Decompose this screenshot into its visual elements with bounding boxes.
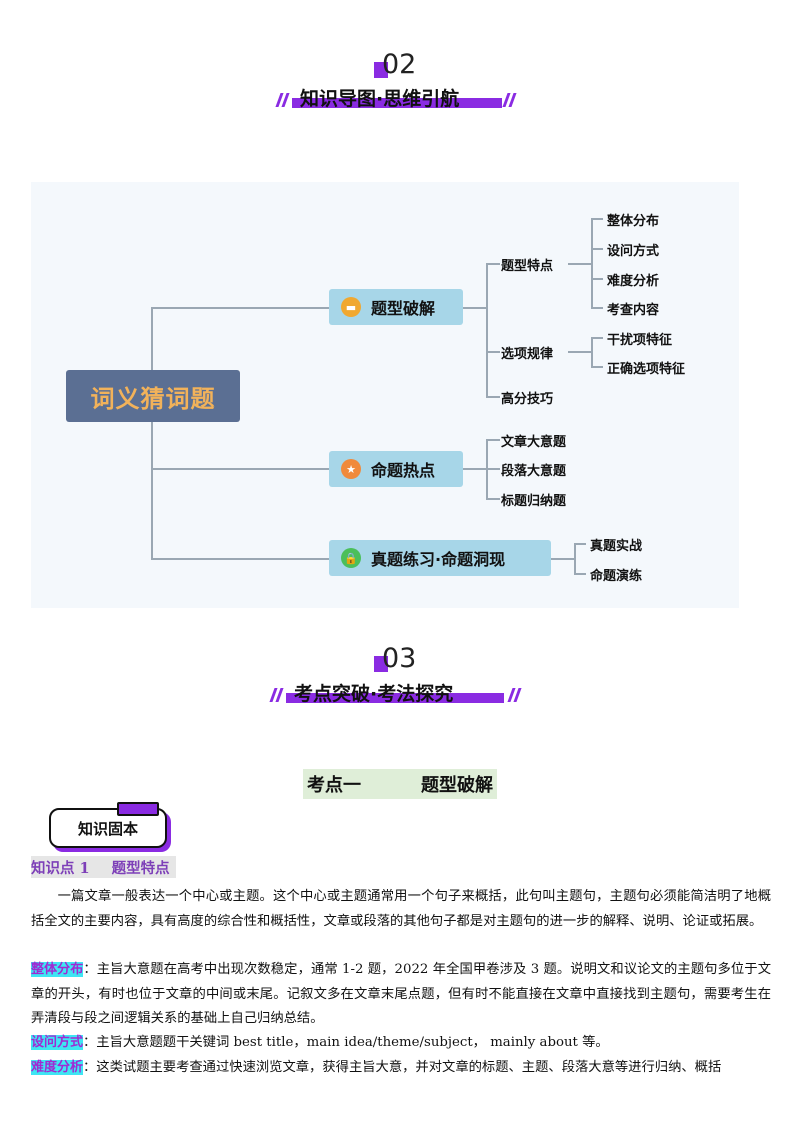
mindmap-leaf: 文章大意题 (501, 435, 567, 450)
star-icon: ★ (341, 459, 361, 479)
connector (568, 351, 592, 353)
section-number: 03 (382, 643, 417, 674)
intro-paragraph: 一篇文章一般表达一个中心或主题。这个中心或主题通常用一个句子来概括，此句叫主题句… (31, 885, 771, 934)
zhishi-guben-badge: 知识固本 (49, 808, 167, 848)
connector (574, 543, 586, 545)
connector (568, 263, 592, 265)
intro-text: 一篇文章一般表达一个中心或主题。这个中心或主题通常用一个句子来概括，此句叫主题句… (31, 889, 771, 929)
paragraph-text: ：这类试题主要考查通过快速浏览文章，获得主旨大意，并对文章的标题、主题、段落大意… (83, 1060, 722, 1075)
flag-icon: ▬ (341, 297, 361, 317)
branch-label: 真题练习·命题洞现 (371, 550, 506, 569)
connector (463, 468, 487, 470)
mindmap-leaf: 真题实战 (590, 539, 643, 554)
connector (591, 248, 603, 250)
connector (574, 573, 586, 575)
tag-shewenfangshi: 设问方式 (31, 1035, 84, 1050)
connector (463, 307, 487, 309)
kaodian-name: 题型破解 (421, 775, 493, 796)
mindmap-leaf: 正确选项特征 (607, 362, 686, 377)
connector (151, 558, 329, 560)
connector (151, 468, 329, 470)
mindmap-node-tixingtedian: 题型特点 (501, 259, 554, 274)
connector (151, 307, 329, 309)
mindmap-root: 词义猜词题 (66, 370, 240, 422)
connector (486, 468, 500, 470)
mindmap-leaf: 设问方式 (607, 244, 660, 259)
knowledge-point-heading: 知识点 1 题型特点 (31, 856, 176, 878)
section-number-accent (374, 656, 388, 672)
paragraph-text: ：主旨大意题在高考中出现次数稳定，通常 1-2 题，2022 年全国甲卷涉及 3… (31, 962, 771, 1026)
connector (591, 278, 603, 280)
mindmap-branch-zhentilianxi: 🔒 真题练习·命题洞现 (329, 540, 551, 576)
section-number: 02 (382, 49, 417, 80)
mindmap-leaf: 干扰项特征 (607, 333, 673, 348)
badge-decor (117, 802, 159, 816)
connector (551, 558, 575, 560)
paragraph-text: ：主旨大意题题干关键词 best title，main idea/theme/s… (83, 1035, 609, 1050)
connector (591, 337, 603, 339)
connector (486, 263, 488, 397)
connector (591, 307, 603, 309)
tag-zhengtifenbu: 整体分布 (31, 962, 84, 977)
paragraph-zhengtifenbu: 整体分布：主旨大意题在高考中出现次数稳定，通常 1-2 题，2022 年全国甲卷… (31, 958, 771, 1032)
connector (591, 366, 603, 368)
branch-label: 命题热点 (371, 461, 436, 480)
mindmap-leaf: 考查内容 (607, 303, 660, 318)
connector (591, 337, 593, 367)
mindmap-leaf: 标题归纳题 (501, 494, 567, 509)
lock-icon: 🔒 (341, 548, 361, 568)
kaodian-number: 考点一 (307, 775, 361, 796)
paragraph-shewenfangshi: 设问方式：主旨大意题题干关键词 best title，main idea/the… (31, 1031, 771, 1056)
knowledge-point-number: 知识点 1 (31, 859, 90, 877)
section-number-accent (374, 62, 388, 78)
connector (574, 543, 576, 574)
section-title: 考点突破·考法探究 (294, 683, 454, 705)
knowledge-point-title: 题型特点 (111, 859, 170, 877)
mindmap-node-gaofenjiqiao: 高分技巧 (501, 392, 554, 407)
connector (486, 351, 500, 353)
tag-nandufenxi: 难度分析 (31, 1060, 84, 1075)
connector (486, 439, 500, 441)
connector (591, 218, 593, 308)
mindmap-leaf: 难度分析 (607, 274, 660, 289)
mindmap-branch-mingtiredian: ★ 命题热点 (329, 451, 463, 487)
mindmap-leaf: 段落大意题 (501, 464, 567, 479)
mindmap-leaf: 整体分布 (607, 214, 660, 229)
connector (591, 218, 603, 220)
connector (151, 307, 153, 559)
kaodian-title: 考点一 题型破解 (303, 769, 497, 799)
connector (486, 396, 500, 398)
paragraph-nandufenxi: 难度分析：这类试题主要考查通过快速浏览文章，获得主旨大意，并对文章的标题、主题、… (31, 1056, 771, 1080)
mindmap-leaf: 命题演练 (590, 569, 643, 584)
connector (486, 263, 500, 265)
section-title-underline (286, 693, 504, 703)
section-title: 知识导图·思维引航 (300, 88, 460, 110)
branch-label: 题型破解 (371, 299, 436, 318)
mindmap-node-xuanxiangguilv: 选项规律 (501, 347, 554, 362)
mindmap-branch-tixingpojie: ▬ 题型破解 (329, 289, 463, 325)
badge-label: 知识固本 (77, 819, 138, 838)
connector (486, 498, 500, 500)
section-title-underline (292, 98, 502, 108)
